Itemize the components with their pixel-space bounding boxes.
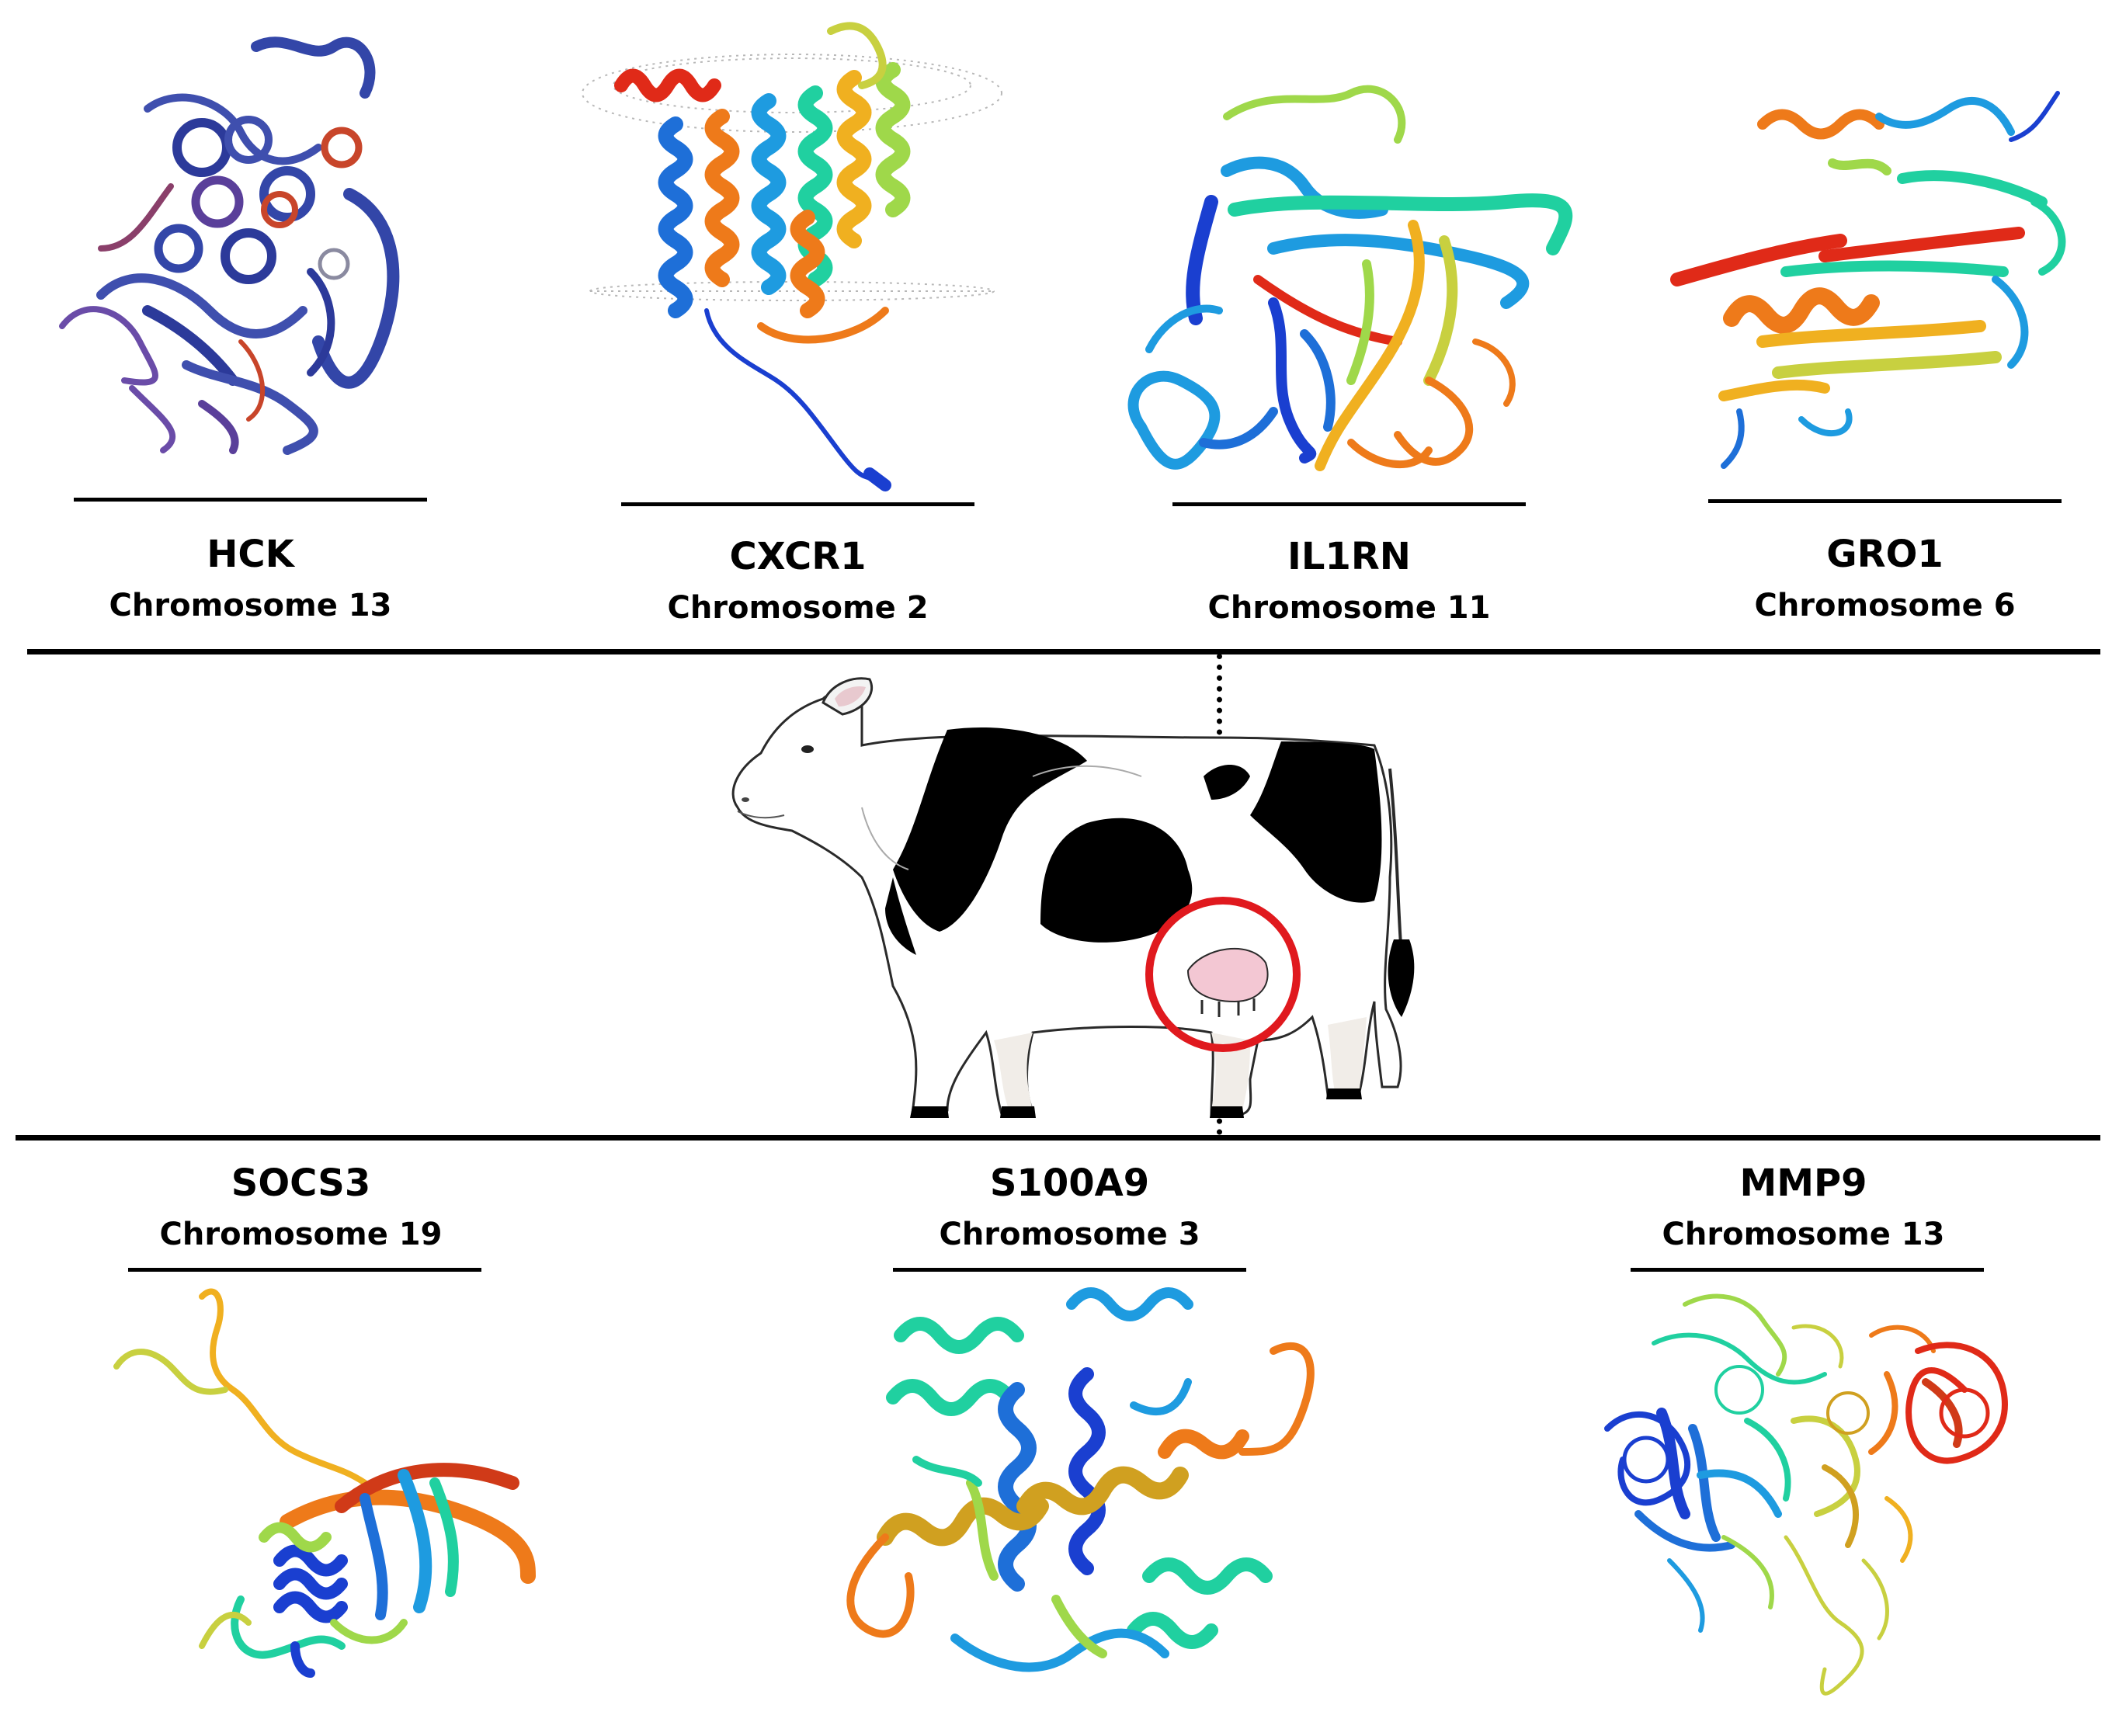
cow-spot: [893, 727, 1087, 932]
cow-spot: [1040, 818, 1193, 943]
il1rn-gene-name: IL1RN: [1287, 535, 1411, 578]
hck-chromosome: Chromosome 13: [109, 588, 392, 623]
mmp9-underline: [1631, 1268, 1984, 1272]
upper-divider: [27, 649, 2100, 654]
gro1-chromosome: Chromosome 6: [1754, 588, 2016, 623]
cow-udder: [1186, 947, 1269, 1003]
mmp9-chromosome: Chromosome 13: [1662, 1217, 1945, 1252]
cow-spot: [1204, 765, 1250, 800]
il1rn-underline: [1172, 502, 1526, 506]
cxcr1-protein-structure: [582, 22, 1002, 491]
s100a9-gene-name: S100A9: [989, 1161, 1150, 1205]
hck-protein-structure: [59, 36, 400, 455]
mmp9-protein-structure: [1604, 1293, 2008, 1696]
gro1-gene-name: GRO1: [1826, 533, 1944, 576]
socs3-chromosome: Chromosome 19: [159, 1217, 443, 1252]
s100a9-chromosome: Chromosome 3: [939, 1217, 1200, 1252]
cxcr1-underline: [621, 502, 974, 506]
mmp9-gene-name: MMP9: [1739, 1161, 1867, 1205]
s100a9-protein-structure: [846, 1287, 1315, 1672]
socs3-gene-name: SOCS3: [231, 1161, 371, 1205]
il1rn-protein-structure: [1127, 85, 1573, 471]
gro1-underline: [1708, 499, 2062, 503]
udder-highlight-circle: [1145, 897, 1301, 1052]
hck-underline: [74, 498, 427, 502]
lower-divider: [16, 1135, 2100, 1141]
cxcr1-chromosome: Chromosome 2: [667, 590, 929, 626]
socs3-protein-structure: [113, 1288, 536, 1678]
s100a9-underline: [893, 1268, 1246, 1272]
il1rn-chromosome: Chromosome 11: [1207, 590, 1491, 626]
gro1-protein-structure: [1670, 91, 2066, 469]
holstein-cow-illustration: [731, 677, 1415, 1118]
cow-tail-tuft: [1388, 939, 1415, 1017]
cow-spot: [1250, 741, 1382, 903]
socs3-underline: [128, 1268, 481, 1272]
cxcr1-gene-name: CXCR1: [729, 535, 867, 578]
cow-spot: [885, 877, 916, 955]
hck-gene-name: HCK: [207, 533, 294, 576]
